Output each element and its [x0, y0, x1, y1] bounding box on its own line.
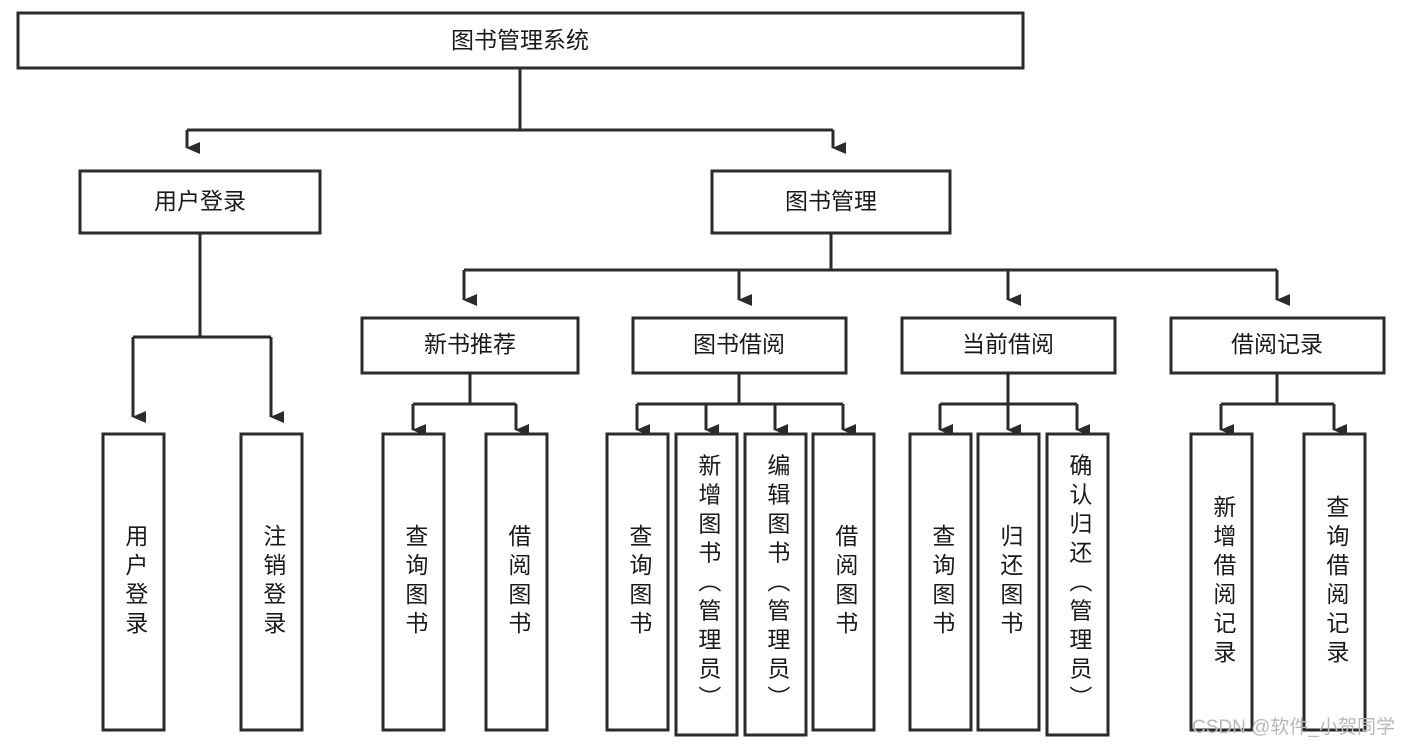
connector-new-book-rec-to-leaves: [411, 373, 529, 436]
node-borrow-record[interactable]: 借阅记录: [1169, 316, 1386, 375]
node-user-login-label: 用户登录: [154, 188, 246, 214]
node-book-manage[interactable]: 图书管理: [710, 169, 952, 235]
leaf-add-record-label: 新增借阅记录: [1210, 495, 1237, 669]
leaf-borrow-book-2[interactable]: 借阅图书: [811, 432, 876, 732]
leaf-query-record[interactable]: 查询借阅记录: [1302, 432, 1367, 732]
leaf-query-book-2[interactable]: 查询图书: [605, 432, 670, 732]
leaf-add-book[interactable]: 新增图书（管理员）: [674, 432, 739, 737]
leaf-borrow-book-1-label: 借阅图书: [505, 524, 532, 640]
node-current-borrow-box[interactable]: [900, 316, 1117, 375]
connector-book-borrow-to-leaves: [635, 373, 856, 436]
node-new-book-rec-label: 新书推荐: [424, 331, 516, 357]
leaf-add-book-label: 新增图书（管理员）: [695, 454, 722, 715]
leaf-query-book-3[interactable]: 查询图书: [908, 432, 973, 732]
node-current-borrow[interactable]: 当前借阅: [900, 316, 1117, 375]
leaf-borrow-book-1[interactable]: 借阅图书: [484, 432, 549, 732]
leaf-query-record-box[interactable]: [1302, 432, 1367, 732]
node-current-borrow-label: 当前借阅: [962, 331, 1054, 357]
leaf-query-book-2-box[interactable]: [605, 432, 670, 732]
leaf-add-book-box[interactable]: [674, 432, 739, 737]
leaf-borrow-book-2-box[interactable]: [811, 432, 876, 732]
connector-user-login-to-leaves: [131, 233, 284, 423]
leaf-user-login-label: 用户登录: [122, 524, 149, 640]
node-root-label: 图书管理系统: [451, 27, 589, 53]
leaf-borrow-book-1-box[interactable]: [484, 432, 549, 732]
leaf-add-record[interactable]: 新增借阅记录: [1189, 432, 1254, 732]
connector-book-manage-to-level3: [462, 233, 1290, 306]
leaf-user-login[interactable]: 用户登录: [101, 432, 166, 732]
leaf-user-login-box[interactable]: [101, 432, 166, 732]
leaf-return-book[interactable]: 归还图书: [976, 432, 1041, 732]
connector-current-borrow-to-leaves: [938, 373, 1090, 436]
node-user-login-box[interactable]: [78, 169, 322, 235]
node-new-book-rec-box[interactable]: [360, 316, 580, 375]
connector-borrow-record-to-leaves: [1219, 373, 1347, 436]
leaf-edit-book[interactable]: 编辑图书（管理员）: [743, 432, 808, 737]
node-new-book-rec[interactable]: 新书推荐: [360, 316, 580, 375]
leaf-logout-login-label: 注销登录: [260, 524, 287, 640]
leaf-confirm-return-label: 确认归还（管理员）: [1066, 454, 1093, 715]
leaf-edit-book-label: 编辑图书（管理员）: [764, 454, 791, 715]
leaf-confirm-return[interactable]: 确认归还（管理员）: [1045, 432, 1110, 737]
leaf-query-book-3-box[interactable]: [908, 432, 973, 732]
leaf-query-book-2-label: 查询图书: [626, 524, 653, 640]
leaf-return-book-box[interactable]: [976, 432, 1041, 732]
leaf-query-book-1-label: 查询图书: [402, 524, 429, 640]
node-book-manage-label: 图书管理: [785, 188, 877, 214]
leaf-borrow-book-2-label: 借阅图书: [832, 524, 859, 640]
leaf-query-book-3-label: 查询图书: [929, 524, 956, 640]
leaf-query-book-1[interactable]: 查询图书: [381, 432, 446, 732]
leaf-query-record-label: 查询借阅记录: [1323, 495, 1350, 669]
node-borrow-record-label: 借阅记录: [1231, 331, 1323, 357]
connector-root-to-level2: [185, 68, 846, 154]
leaf-logout-login[interactable]: 注销登录: [239, 432, 304, 732]
leaf-query-book-1-box[interactable]: [381, 432, 446, 732]
leaf-edit-book-box[interactable]: [743, 432, 808, 737]
leaf-return-book-label: 归还图书: [997, 524, 1024, 640]
node-book-borrow-label: 图书借阅: [693, 331, 785, 357]
node-root-box[interactable]: [16, 11, 1025, 70]
leaf-logout-login-box[interactable]: [239, 432, 304, 732]
node-book-borrow[interactable]: 图书借阅: [631, 316, 848, 375]
node-root[interactable]: 图书管理系统: [16, 11, 1025, 70]
node-user-login[interactable]: 用户登录: [78, 169, 322, 235]
leaf-add-record-box[interactable]: [1189, 432, 1254, 732]
leaf-confirm-return-box[interactable]: [1045, 432, 1110, 737]
